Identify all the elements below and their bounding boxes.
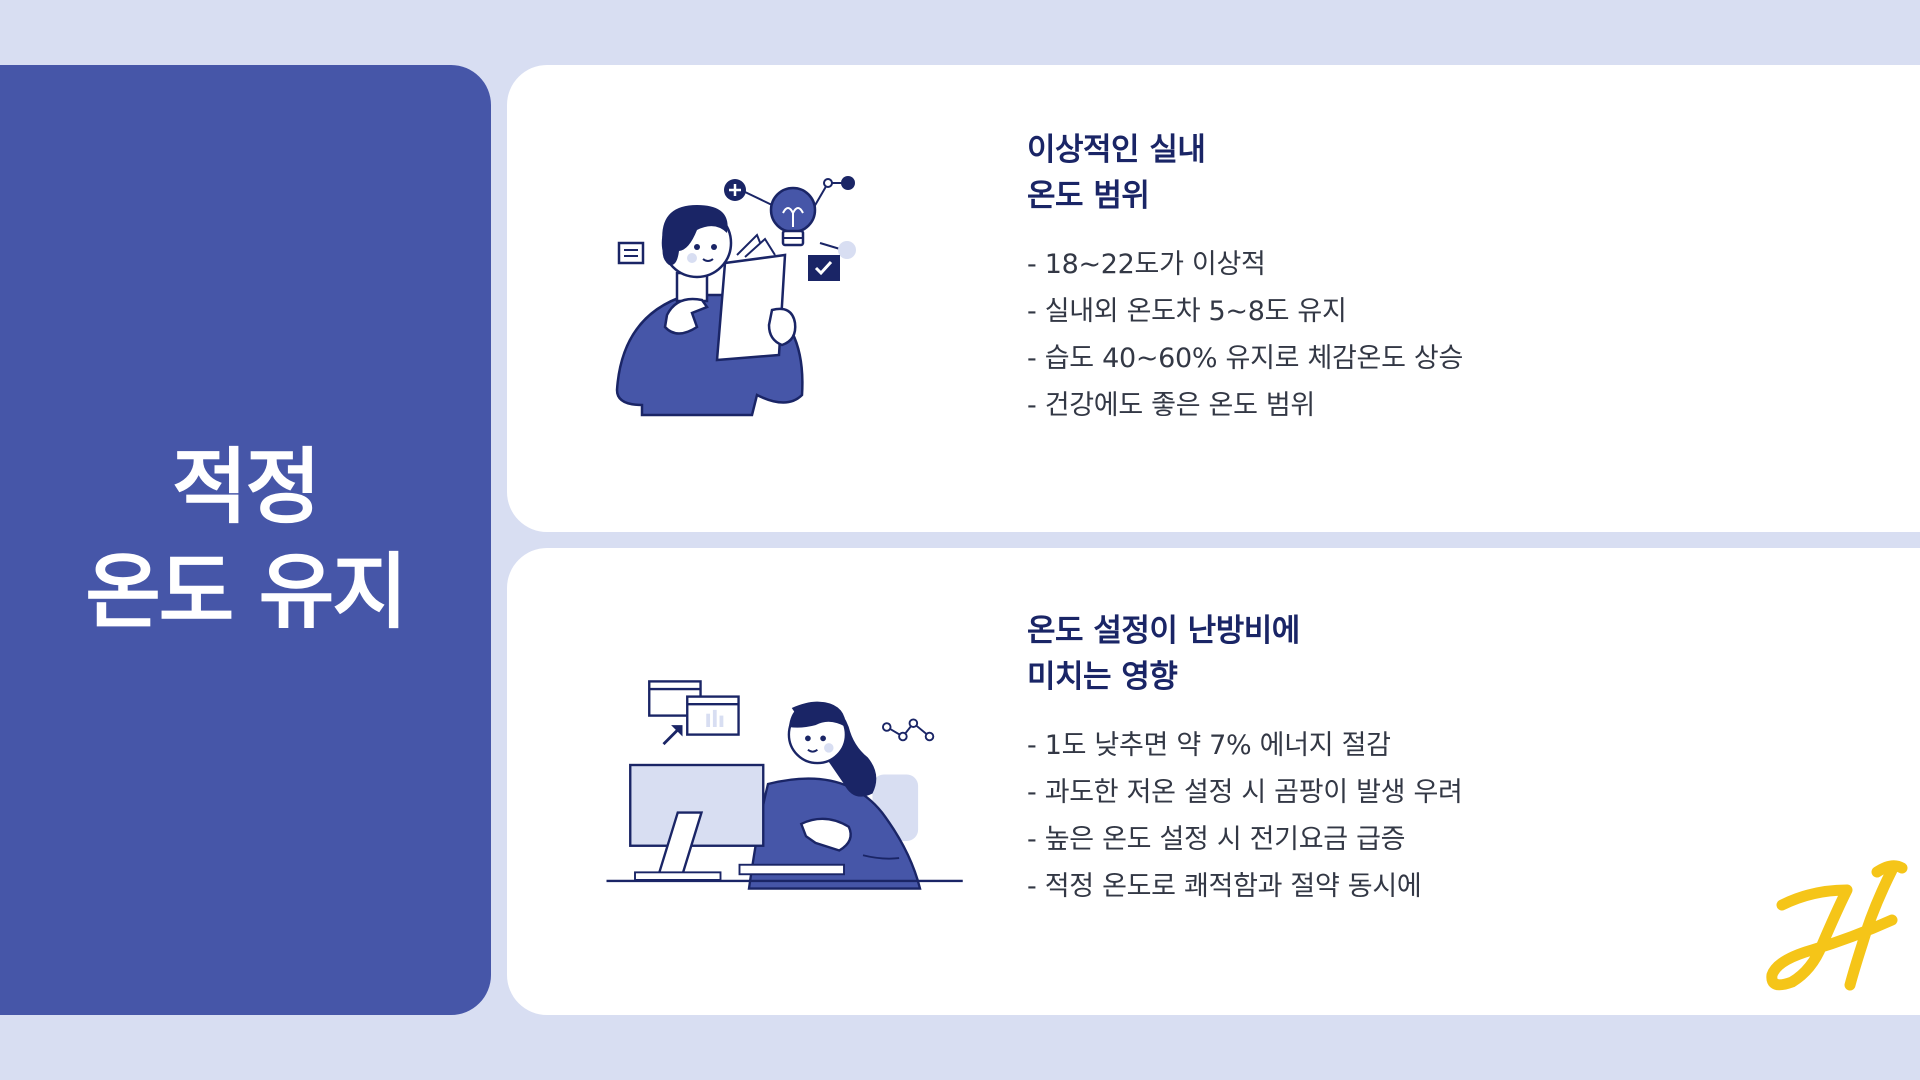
card-title: 이상적인 실내 온도 범위 bbox=[1027, 127, 1867, 219]
list-item: - 18~22도가 이상적 bbox=[1027, 249, 1266, 280]
list-item: - 높은 온도 설정 시 전기요금 급증 bbox=[1027, 824, 1406, 855]
list-item: - 적정 온도로 쾌적함과 절약 동시에 bbox=[1027, 871, 1422, 902]
list-item: - 건강에도 좋은 온도 범위 bbox=[1027, 390, 1315, 421]
ideal-temperature-card: 이상적인 실내 온도 범위 - 18~22도가 이상적 - 실내외 온도차 5~… bbox=[507, 65, 1920, 532]
ideal-temperature-text: 이상적인 실내 온도 범위 - 18~22도가 이상적 - 실내외 온도차 5~… bbox=[1027, 127, 1867, 429]
card-title-line2: 미치는 영향 bbox=[1027, 659, 1178, 695]
person-at-computer-illustration bbox=[606, 680, 963, 890]
card-title-line1: 이상적인 실내 bbox=[1027, 132, 1206, 168]
bullet-list: - 18~22도가 이상적 - 실내외 온도차 5~8도 유지 - 습도 40~… bbox=[1027, 241, 1867, 429]
bullet-list: - 1도 낮추면 약 7% 에너지 절감 - 과도한 저온 설정 시 곰팡이 발… bbox=[1027, 722, 1867, 910]
list-item: - 실내외 온도차 5~8도 유지 bbox=[1027, 296, 1347, 327]
card-title: 온도 설정이 난방비에 미치는 영향 bbox=[1027, 608, 1867, 700]
heating-cost-card: 온도 설정이 난방비에 미치는 영향 - 1도 낮추면 약 7% 에너지 절감 … bbox=[507, 548, 1920, 1015]
section-title: 적정 온도 유지 bbox=[85, 435, 407, 645]
section-title-line2: 온도 유지 bbox=[85, 545, 407, 640]
section-title-line1: 적정 bbox=[172, 440, 321, 535]
list-item: - 습도 40~60% 유지로 체감온도 상승 bbox=[1027, 343, 1463, 374]
section-title-panel: 적정 온도 유지 bbox=[0, 65, 491, 1015]
list-item: - 1도 낮추면 약 7% 에너지 절감 bbox=[1027, 730, 1391, 761]
list-item: - 과도한 저온 설정 시 곰팡이 발생 우려 bbox=[1027, 777, 1463, 808]
card-title-line2: 온도 범위 bbox=[1027, 178, 1150, 214]
person-reading-idea-illustration bbox=[615, 176, 856, 417]
heating-cost-text: 온도 설정이 난방비에 미치는 영향 - 1도 낮추면 약 7% 에너지 절감 … bbox=[1027, 608, 1867, 910]
card-title-line1: 온도 설정이 난방비에 bbox=[1027, 613, 1300, 649]
h-script-logo bbox=[1766, 860, 1908, 991]
